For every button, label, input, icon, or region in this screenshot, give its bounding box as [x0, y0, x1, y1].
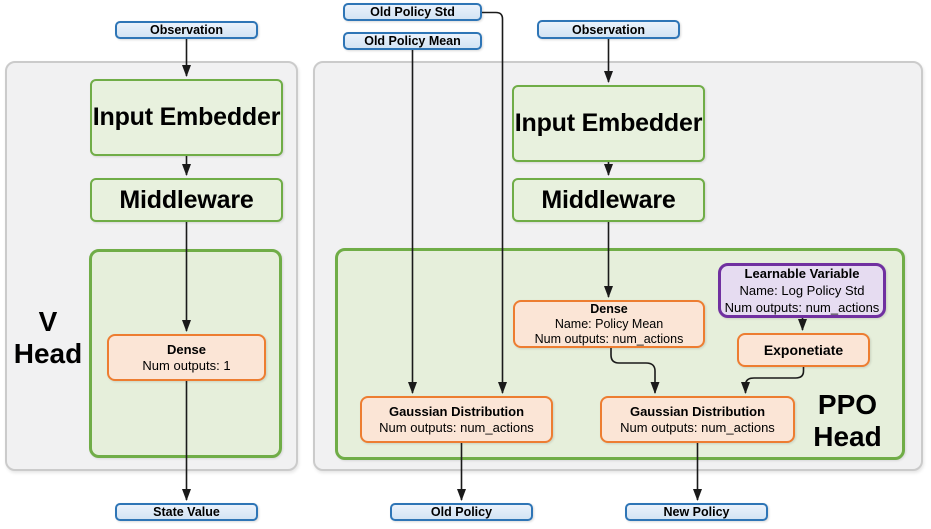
- ppo-gaussian-old-outputs: Num outputs: num_actions: [379, 419, 534, 435]
- v-observation-node: Observation: [115, 21, 258, 39]
- v-input-embedder-node: Input Embedder: [90, 79, 283, 156]
- ppo-gaussian-old-title: Gaussian Distribution: [388, 403, 525, 419]
- ppo-input-embedder-node: Input Embedder: [512, 85, 705, 162]
- v-dense-node: Dense Num outputs: 1: [107, 334, 266, 381]
- ppo-learnable-title: Learnable Variable: [744, 266, 860, 281]
- ppo-exponetiate-node: Exponetiate: [737, 333, 870, 367]
- ppo-dense-node: Dense Name: Policy Mean Num outputs: num…: [513, 300, 705, 348]
- ppo-middleware-label: Middleware: [541, 185, 676, 214]
- ppo-old-policy-std-node: Old Policy Std: [343, 3, 482, 21]
- v-head-title-line2: Head: [13, 338, 83, 369]
- ppo-head-title-line2: Head: [813, 421, 882, 452]
- ppo-old-policy-std-label: Old Policy Std: [370, 5, 455, 19]
- ppo-old-policy-output-label: Old Policy: [430, 505, 493, 519]
- v-input-embedder-label: Input Embedder: [92, 103, 281, 131]
- ppo-middleware-node: Middleware: [512, 178, 705, 222]
- ppo-old-policy-mean-node: Old Policy Mean: [343, 32, 482, 50]
- v-head-title-line1: V: [38, 306, 58, 337]
- ppo-old-policy-mean-label: Old Policy Mean: [364, 34, 461, 48]
- ppo-learnable-name: Name: Log Policy Std: [739, 283, 865, 298]
- ppo-learnable-variable-node: Learnable Variable Name: Log Policy Std …: [718, 263, 886, 318]
- v-state-value-node: State Value: [115, 503, 258, 521]
- ppo-old-policy-output-node: Old Policy: [390, 503, 533, 521]
- ppo-new-policy-output-label: New Policy: [663, 505, 730, 519]
- ppo-new-policy-output-node: New Policy: [625, 503, 768, 521]
- ppo-observation-label: Observation: [572, 22, 645, 37]
- v-state-value-label: State Value: [153, 505, 220, 519]
- ppo-learnable-outputs: Num outputs: num_actions: [724, 300, 880, 315]
- ppo-gaussian-new-node: Gaussian Distribution Num outputs: num_a…: [600, 396, 795, 443]
- ppo-gaussian-old-node: Gaussian Distribution Num outputs: num_a…: [360, 396, 553, 443]
- ppo-dense-name: Name: Policy Mean: [554, 316, 664, 331]
- v-head-title: V Head: [8, 306, 88, 370]
- v-observation-label: Observation: [150, 23, 223, 37]
- v-dense-title: Dense: [166, 341, 207, 357]
- v-middleware-label: Middleware: [119, 185, 254, 214]
- ppo-dense-outputs: Num outputs: num_actions: [534, 331, 684, 346]
- ppo-head-title-line1: PPO: [817, 389, 878, 420]
- v-dense-outputs: Num outputs: 1: [142, 357, 231, 373]
- ppo-dense-title: Dense: [590, 301, 628, 316]
- ppo-input-embedder-label: Input Embedder: [514, 109, 703, 137]
- ppo-observation-node: Observation: [537, 20, 680, 39]
- ppo-head-title: PPO Head: [800, 389, 895, 453]
- v-middleware-node: Middleware: [90, 178, 283, 222]
- ppo-gaussian-new-title: Gaussian Distribution: [629, 403, 766, 419]
- ppo-gaussian-new-outputs: Num outputs: num_actions: [620, 419, 775, 435]
- ppo-exponetiate-label: Exponetiate: [763, 342, 844, 358]
